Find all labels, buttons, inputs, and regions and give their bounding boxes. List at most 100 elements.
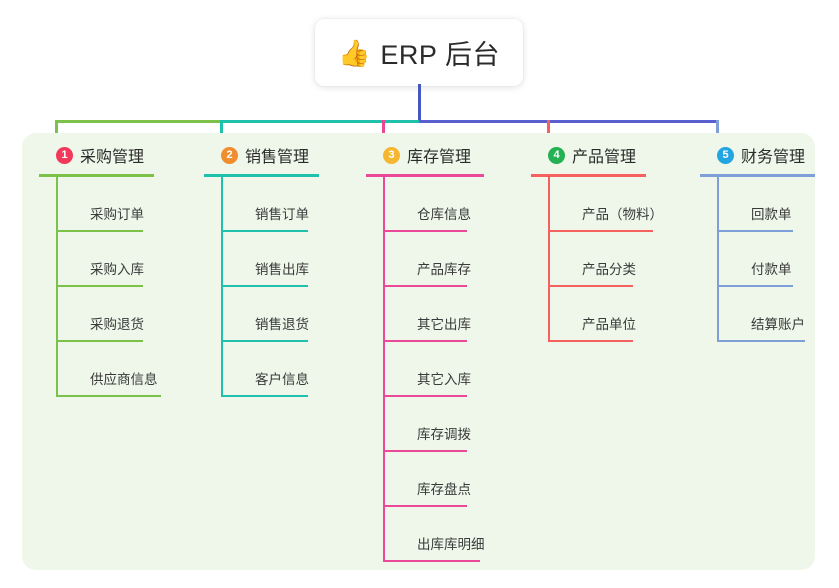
menu-item-underline xyxy=(221,395,308,397)
menu-item[interactable]: 结算账户 xyxy=(717,287,815,342)
menu-item-underline xyxy=(383,340,467,342)
menu-item-underline xyxy=(548,340,633,342)
category-header-3[interactable]: 3 库存管理 xyxy=(366,143,484,167)
category-title-1: 采购管理 xyxy=(80,149,145,166)
category-items-1: 采购订单采购入库采购退货供应商信息 xyxy=(39,177,161,397)
menu-item[interactable]: 采购订单 xyxy=(56,177,154,232)
menu-item-label: 采购入库 xyxy=(90,262,144,277)
category-underline-3 xyxy=(366,174,484,177)
menu-item-label: 供应商信息 xyxy=(90,372,158,387)
category-spine-5 xyxy=(717,177,719,342)
category-underline-2 xyxy=(204,174,319,177)
category-items-5: 回款单付款单结算账户 xyxy=(700,177,815,342)
menu-item-label: 产品（物料） xyxy=(582,207,663,222)
menu-item-label: 库存盘点 xyxy=(417,482,471,497)
menu-item-label: 销售退货 xyxy=(255,317,309,332)
menu-item-underline xyxy=(383,505,467,507)
category-title-3: 库存管理 xyxy=(407,149,472,166)
menu-item-underline xyxy=(56,395,161,397)
menu-item-label: 付款单 xyxy=(751,262,792,277)
category-spine-1 xyxy=(56,177,58,397)
menu-item-label: 销售订单 xyxy=(255,207,309,222)
category-title-4: 产品管理 xyxy=(572,149,637,166)
category-underline-4 xyxy=(531,174,646,177)
menu-item-underline xyxy=(548,230,653,232)
root-title: ERP 后台 xyxy=(380,40,500,70)
menu-item-underline xyxy=(383,285,467,287)
category-column-4: 4 产品管理产品（物料） 产品分类产品单位 xyxy=(531,143,663,342)
menu-item[interactable]: 回款单 xyxy=(717,177,815,232)
menu-item-underline xyxy=(383,450,467,452)
category-title-2: 销售管理 xyxy=(245,149,310,166)
menu-item[interactable]: 采购入库 xyxy=(56,232,154,287)
menu-item-label: 采购退货 xyxy=(90,317,144,332)
menu-item[interactable]: 付款单 xyxy=(717,232,815,287)
menu-item[interactable]: 销售退货 xyxy=(221,287,319,342)
menu-item-underline xyxy=(383,230,467,232)
menu-item[interactable]: 采购退货 xyxy=(56,287,154,342)
menu-item-label: 回款单 xyxy=(751,207,792,222)
menu-item-label: 产品单位 xyxy=(582,317,636,332)
menu-item[interactable]: 客户信息 xyxy=(221,342,319,397)
menu-item-label: 采购订单 xyxy=(90,207,144,222)
menu-item-underline xyxy=(221,340,308,342)
category-column-1: 1 采购管理采购订单采购入库采购退货供应商信息 xyxy=(39,143,161,397)
menu-item-label: 出库库明细 xyxy=(417,537,485,552)
trunk-mid-accent xyxy=(221,120,419,123)
menu-item-underline xyxy=(548,285,633,287)
category-header-4[interactable]: 4 产品管理 xyxy=(531,143,646,167)
menu-item-underline xyxy=(717,285,793,287)
category-spine-3 xyxy=(383,177,385,562)
category-header-5[interactable]: 5 财务管理 xyxy=(700,143,815,167)
trunk-left-accent xyxy=(56,120,221,123)
menu-item-underline xyxy=(56,230,143,232)
category-header-1[interactable]: 1 采购管理 xyxy=(39,143,154,167)
menu-item-label: 库存调拨 xyxy=(417,427,471,442)
category-badge-5: 5 xyxy=(717,146,734,164)
menu-item-label: 其它出库 xyxy=(417,317,471,332)
menu-item-label: 客户信息 xyxy=(255,372,309,387)
menu-item[interactable]: 库存调拨 xyxy=(383,397,484,452)
menu-item-label: 产品库存 xyxy=(417,262,471,277)
menu-item-label: 结算账户 xyxy=(751,317,805,332)
menu-item-underline xyxy=(221,285,308,287)
category-badge-1: 1 xyxy=(56,146,73,164)
menu-item[interactable]: 产品（物料） xyxy=(548,177,663,232)
menu-item-underline xyxy=(383,560,480,562)
category-title-5: 财务管理 xyxy=(741,149,806,166)
menu-item[interactable]: 销售出库 xyxy=(221,232,319,287)
categories-panel xyxy=(22,133,815,570)
menu-item-underline xyxy=(717,230,793,232)
trunk-right xyxy=(419,120,719,123)
category-badge-4: 4 xyxy=(548,146,565,164)
menu-item-label: 销售出库 xyxy=(255,262,309,277)
category-underline-1 xyxy=(39,174,154,177)
category-items-4: 产品（物料） 产品分类产品单位 xyxy=(531,177,663,342)
menu-item[interactable]: 产品单位 xyxy=(548,287,646,342)
menu-item[interactable]: 产品分类 xyxy=(548,232,646,287)
category-spine-4 xyxy=(548,177,550,342)
menu-item[interactable]: 供应商信息 xyxy=(56,342,161,397)
menu-item-underline xyxy=(56,340,143,342)
menu-item-underline xyxy=(56,285,143,287)
root-node[interactable]: 👍 ERP 后台 xyxy=(315,19,523,86)
menu-item[interactable]: 产品库存 xyxy=(383,232,484,287)
menu-item-underline xyxy=(717,340,805,342)
category-items-3: 仓库信息产品库存其它出库其它入库库存调拨库存盘点出库库明细 xyxy=(366,177,485,562)
menu-item[interactable]: 销售订单 xyxy=(221,177,319,232)
menu-item[interactable]: 出库库明细 xyxy=(383,507,485,562)
menu-item[interactable]: 库存盘点 xyxy=(383,452,484,507)
category-underline-5 xyxy=(700,174,815,177)
category-column-3: 3 库存管理仓库信息产品库存其它出库其它入库库存调拨库存盘点出库库明细 xyxy=(366,143,485,562)
category-spine-2 xyxy=(221,177,223,397)
menu-item-underline xyxy=(221,230,308,232)
menu-item[interactable]: 其它入库 xyxy=(383,342,484,397)
menu-item-label: 其它入库 xyxy=(417,372,471,387)
category-column-5: 5 财务管理回款单付款单结算账户 xyxy=(700,143,815,342)
category-badge-3: 3 xyxy=(383,146,400,164)
menu-item[interactable]: 仓库信息 xyxy=(383,177,484,232)
menu-item[interactable]: 其它出库 xyxy=(383,287,484,342)
menu-item-label: 仓库信息 xyxy=(417,207,471,222)
